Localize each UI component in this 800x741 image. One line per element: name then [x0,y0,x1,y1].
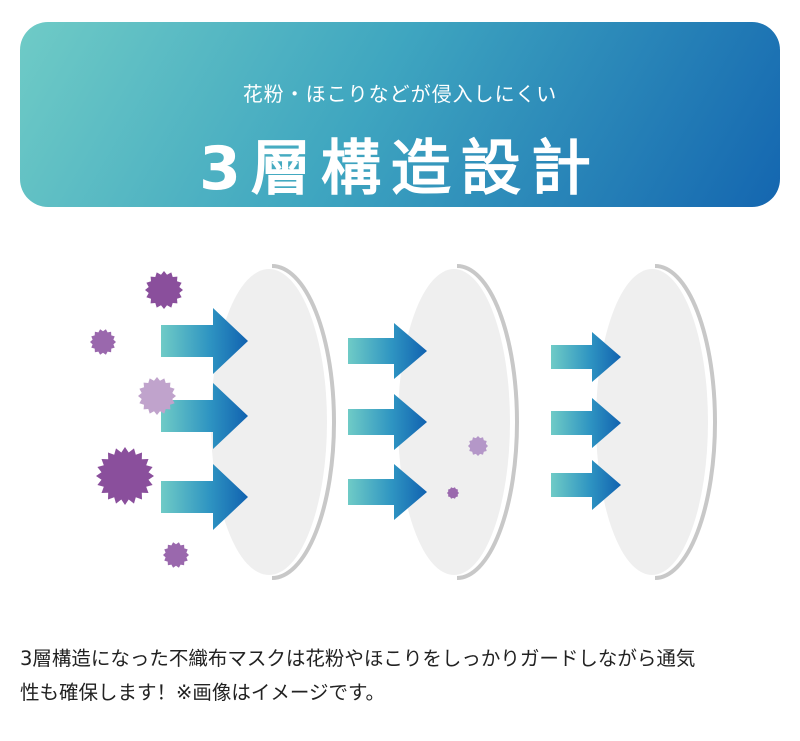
layer-rim [456,264,519,580]
banner-subtitle: 花粉・ほこりなどが侵入しにくい [242,82,558,106]
description-line-2: 性も確保します！※画像はイメージです。 [20,681,385,704]
pollen-particle-icon [138,377,176,415]
arrow-icon [161,383,248,449]
filter-layer-2 [398,264,519,580]
description: 3層構造になった不織布マスクは花粉やほこりをしっかりガードしながら通気 性も確保… [20,642,790,710]
layer-rim [271,264,336,580]
arrow-icon [551,460,621,510]
pollen-particle-icon [145,271,183,309]
three-layer-diagram [90,264,717,580]
filter-layer-3 [596,264,717,580]
pollen-particle-icon [96,447,154,505]
layer-disc [596,269,708,575]
pollen-particle-icon [468,436,488,456]
layer-disc [398,269,510,575]
layer-rim [654,264,717,580]
banner-title: 3層構造設計 [199,134,601,204]
pollen-particle-icon [90,329,116,355]
description-line-1: 3層構造になった不織布マスクは花粉やほこりをしっかりガードしながら通気 [20,647,696,670]
arrow-icon [551,332,621,382]
arrow-icon [161,464,248,530]
arrow-icon [348,464,427,520]
pollen-particle-icon [447,487,459,499]
arrow-icon [348,323,427,379]
arrow-icon [348,394,427,450]
arrow-icon [161,308,248,374]
pollen-particle-icon [163,542,189,568]
arrow-icon [551,398,621,448]
headline-banner: 花粉・ほこりなどが侵入しにくい 3層構造設計 [20,22,780,207]
